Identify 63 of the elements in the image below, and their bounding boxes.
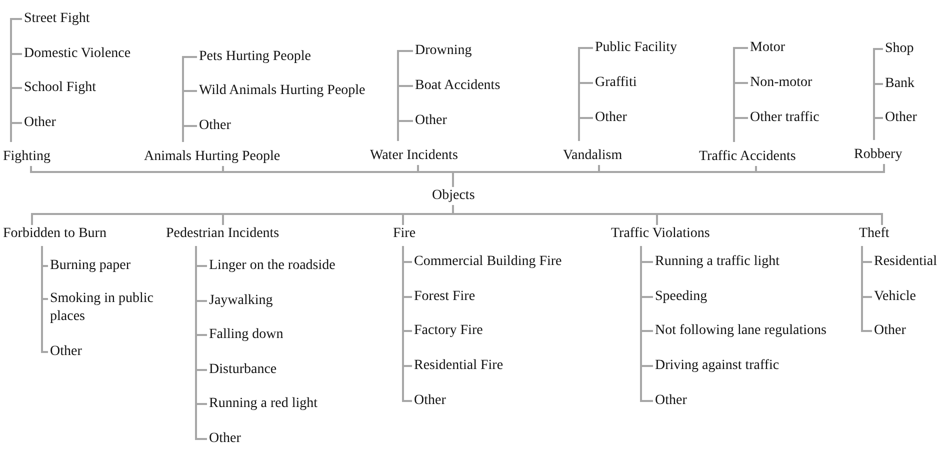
category-label: Drowning — [415, 42, 472, 60]
category-label: Pets Hurting People — [199, 48, 311, 66]
category-label: Running a traffic light — [655, 253, 780, 271]
category-label: Residential — [874, 253, 937, 271]
category-label: Other — [50, 343, 82, 361]
category-label: Other — [595, 109, 627, 127]
category-label: Other traffic — [750, 109, 820, 127]
category-label: Vandalism — [563, 147, 622, 165]
category-label: Animals Hurting People — [144, 148, 280, 166]
category-label: Smoking in public places — [50, 290, 172, 326]
tree-connector — [10, 122, 22, 142]
category-label: Other — [874, 322, 906, 340]
category-label: Boat Accidents — [415, 77, 500, 95]
tree-connector — [452, 205, 883, 225]
category-label: Other — [199, 117, 231, 135]
tree-connector — [397, 120, 413, 141]
category-label: Commercial Building Fire — [414, 253, 562, 271]
category-label: Pedestrian Incidents — [166, 225, 280, 243]
category-label: Forest Fire — [414, 288, 476, 306]
tree-connector — [182, 125, 197, 142]
category-label: Other — [209, 430, 241, 448]
category-label: Residential Fire — [414, 357, 504, 375]
category-label: Burning paper — [50, 257, 130, 275]
category-label: Other — [655, 392, 687, 410]
category-label: Shop — [885, 40, 914, 58]
category-label: Theft — [859, 225, 890, 243]
tree-connector — [195, 246, 207, 440]
category-label: Other — [24, 114, 56, 132]
tree-connector — [578, 117, 593, 141]
category-label: Not following lane regulations — [655, 322, 826, 340]
category-label: Driving against traffic — [655, 357, 780, 375]
category-label: Non-motor — [750, 74, 812, 92]
category-label: Other — [885, 109, 917, 127]
category-label: Objects — [432, 187, 475, 205]
category-label: Other — [414, 392, 446, 410]
category-label: Motor — [750, 39, 785, 57]
category-label: Water Incidents — [370, 147, 458, 165]
category-label: Graffiti — [595, 74, 637, 92]
category-label: Linger on the roadside — [209, 257, 336, 275]
tree-connector — [640, 246, 653, 402]
category-label: Forbidden to Burn — [3, 225, 106, 243]
category-label: Robbery — [854, 146, 902, 164]
category-label: Traffic Violations — [611, 225, 710, 243]
category-label: Vehicle — [874, 288, 916, 306]
category-label: School Fight — [24, 79, 96, 97]
category-label: Street Fight — [24, 10, 90, 28]
category-label: Traffic Accidents — [699, 148, 796, 166]
category-label: Fire — [393, 225, 416, 243]
category-label: Public Facility — [595, 39, 678, 57]
category-label: Fighting — [3, 148, 50, 166]
category-label: Factory Fire — [414, 322, 483, 340]
tree-connector — [873, 117, 883, 140]
tree-connector — [733, 117, 748, 142]
category-label: Jaywalking — [209, 292, 273, 310]
category-label: Speeding — [655, 288, 708, 306]
category-label: Wild Animals Hurting People — [199, 82, 366, 100]
category-label: Running a red light — [209, 395, 318, 413]
category-label: Domestic Violence — [24, 45, 131, 63]
category-label: Bank — [885, 75, 915, 93]
category-label: Other — [415, 112, 447, 130]
tree-connector — [452, 164, 885, 187]
category-label: Disturbance — [209, 361, 277, 379]
category-label: Falling down — [209, 326, 284, 344]
